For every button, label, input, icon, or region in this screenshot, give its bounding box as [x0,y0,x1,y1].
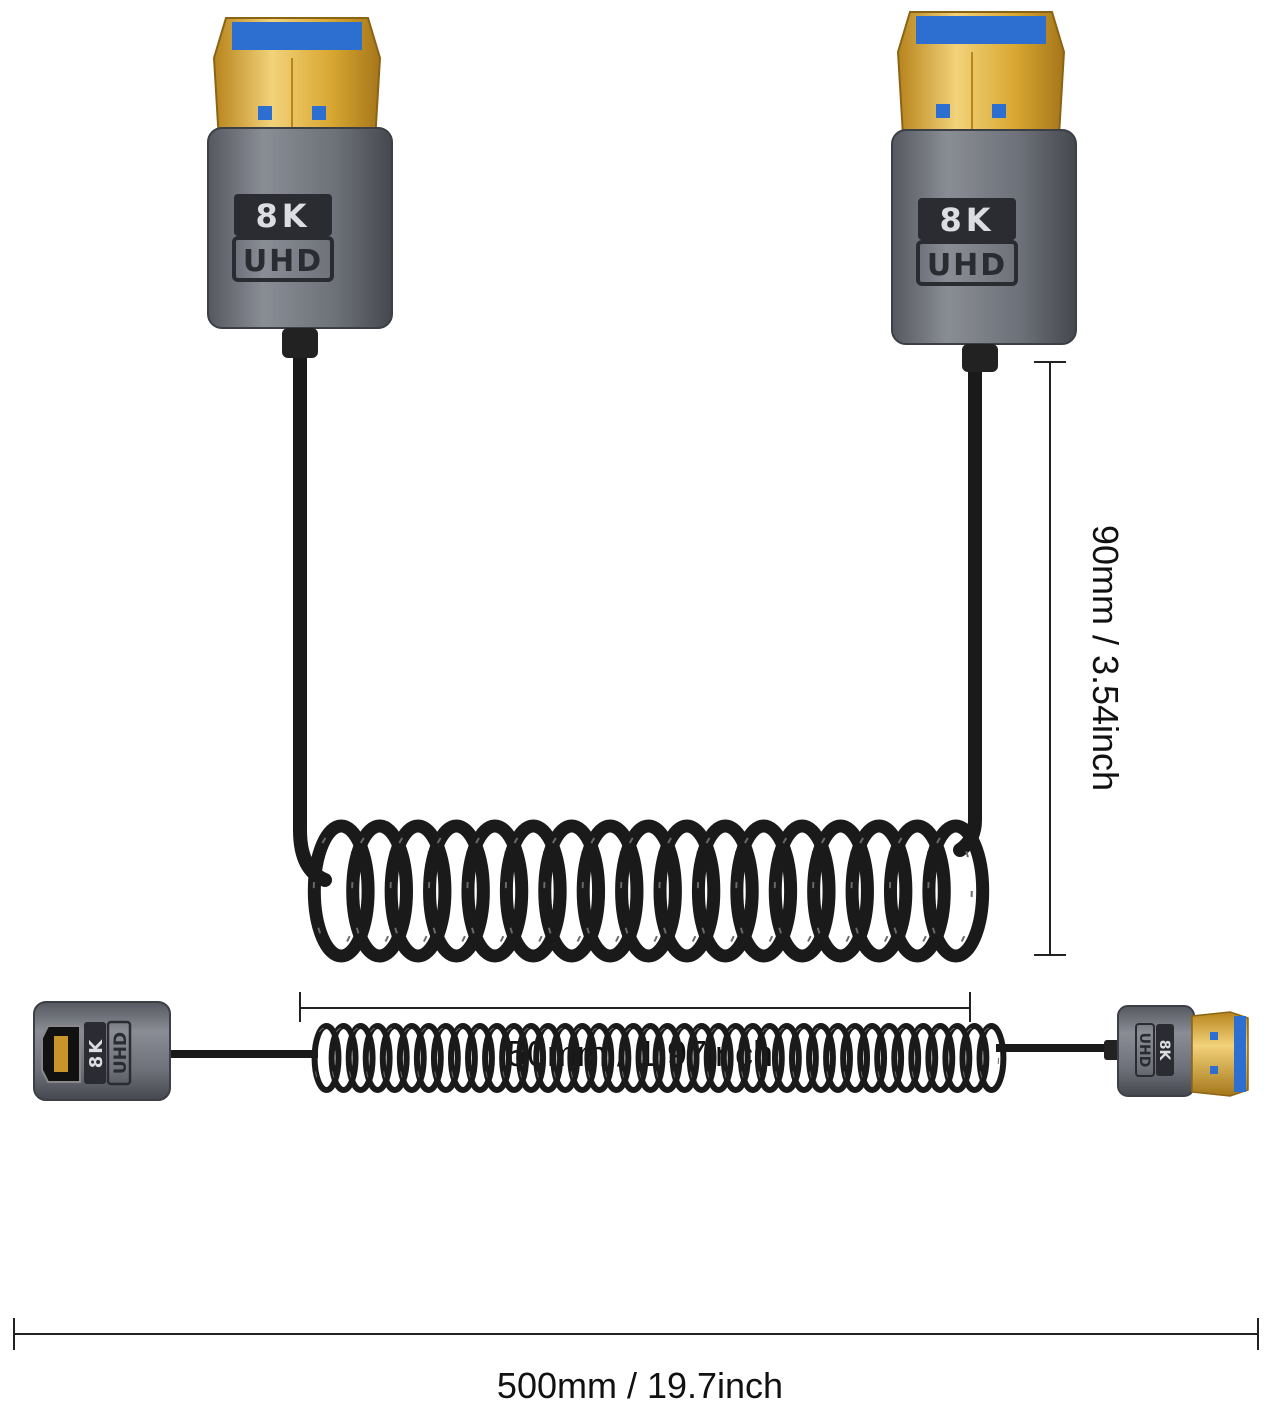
right-cable-run [953,328,982,857]
coil-loop [567,1023,598,1093]
coil-loop [379,1023,410,1093]
coil-loop [635,1023,666,1093]
coil-loop [942,1023,973,1093]
strain-relief [962,344,998,372]
coil-highlight [978,1027,999,1089]
coil-loop [771,1023,802,1093]
coil-loop [686,1023,717,1093]
coil-loop [959,1023,990,1093]
coil-loop [922,819,990,963]
height-dimension: 90mm / 3.54inch [1034,361,1126,956]
coil-loop [737,1023,768,1093]
coil-loop [806,1023,836,1093]
coil-loop [430,1023,461,1093]
coil-loop [669,1023,700,1093]
coil-loop [533,1023,564,1093]
coil-loop [615,819,682,963]
coil-loop [691,819,759,963]
coil-loop [720,1023,751,1093]
left-cable-run [293,328,332,887]
coil-loop [465,1023,495,1093]
coil-loop [754,1023,785,1093]
coil-loop [823,1023,853,1093]
8k-uhd-badge: 8K UHD [1135,1023,1174,1077]
hdmi-female-connector: 8K UHD [33,1001,171,1101]
coil-loop [840,1023,871,1093]
top-coiled-cable [293,328,990,963]
coil-loop [788,1023,819,1093]
blue-tab-right [312,106,326,120]
coil-loop [730,819,798,963]
coil-loop [576,819,644,963]
badge-resolution: 8K [939,201,994,239]
coil-loop [653,819,721,963]
coil-loop [857,1023,888,1093]
coil-loop [538,819,606,963]
8k-uhd-badge: 8K UHD [84,1020,132,1086]
coil-loop [925,1023,956,1093]
length-label: 500mm / 19.7inch [497,1365,783,1406]
top-coil-spring [307,819,990,963]
blue-tongue [916,16,1046,44]
coil-loop [346,819,414,963]
badge-resolution: 8K [1156,1040,1172,1062]
bottom-coil-spring [311,1023,1007,1093]
coil-loop [652,1023,683,1093]
height-label: 90mm / 3.54inch [1085,525,1126,791]
coil-loop [499,1023,530,1093]
hdmi-plug-left: 8K UHD [207,17,393,358]
coil-loop [447,1023,478,1093]
blue-tab-left [258,106,272,120]
coil-loop [703,1023,734,1093]
hdmi-male-connector-small: 8K UHD [1104,1005,1249,1097]
coil-loop [550,1023,581,1093]
blue-tab-left [936,104,950,118]
blue-tab-right [992,104,1006,118]
coil-loop [384,819,452,963]
coil-loop [396,1023,427,1093]
coil-loop [891,1023,922,1093]
coil-loop [345,1023,376,1093]
blue-tongue [232,22,362,50]
badge-standard: UHD [243,244,323,279]
coil-loop [807,819,874,963]
coil-loop [311,1023,342,1093]
coil-loop [976,1023,1007,1093]
badge-resolution: 8K [255,197,310,235]
badge-standard: UHD [1136,1033,1152,1068]
badge-resolution: 8K [86,1038,107,1068]
coil-loop [618,1023,649,1093]
coil-loop [516,1023,547,1093]
badge-standard: UHD [927,248,1007,283]
coil-loop [601,1023,632,1093]
coil-loop [423,819,490,963]
coil-loop [584,1023,615,1093]
coil-loop [908,1023,939,1093]
coil-loop [461,819,529,963]
coil-highlight [927,830,973,952]
badge-standard: UHD [111,1032,131,1074]
coil-loop [499,819,567,963]
length-dimension: 500mm / 19.7inch [13,1318,1259,1406]
coil-loop [482,1023,512,1093]
8k-uhd-badge: 8K UHD [916,198,1018,286]
hdmi-plug-right: 8K UHD [891,11,1077,372]
coil-loop [874,1023,905,1093]
strain-relief [282,328,318,358]
coil-loop [362,1023,393,1093]
coil-loop [768,819,836,963]
coil-loop [328,1023,359,1093]
coil-loop [883,819,951,963]
bottom-extension-cable: 8K UHD 8K UHD [33,1001,1249,1101]
coil-loop [413,1023,444,1093]
coil-loop [307,819,375,963]
coil-loop [845,819,913,963]
8k-uhd-badge: 8K UHD [232,194,334,282]
